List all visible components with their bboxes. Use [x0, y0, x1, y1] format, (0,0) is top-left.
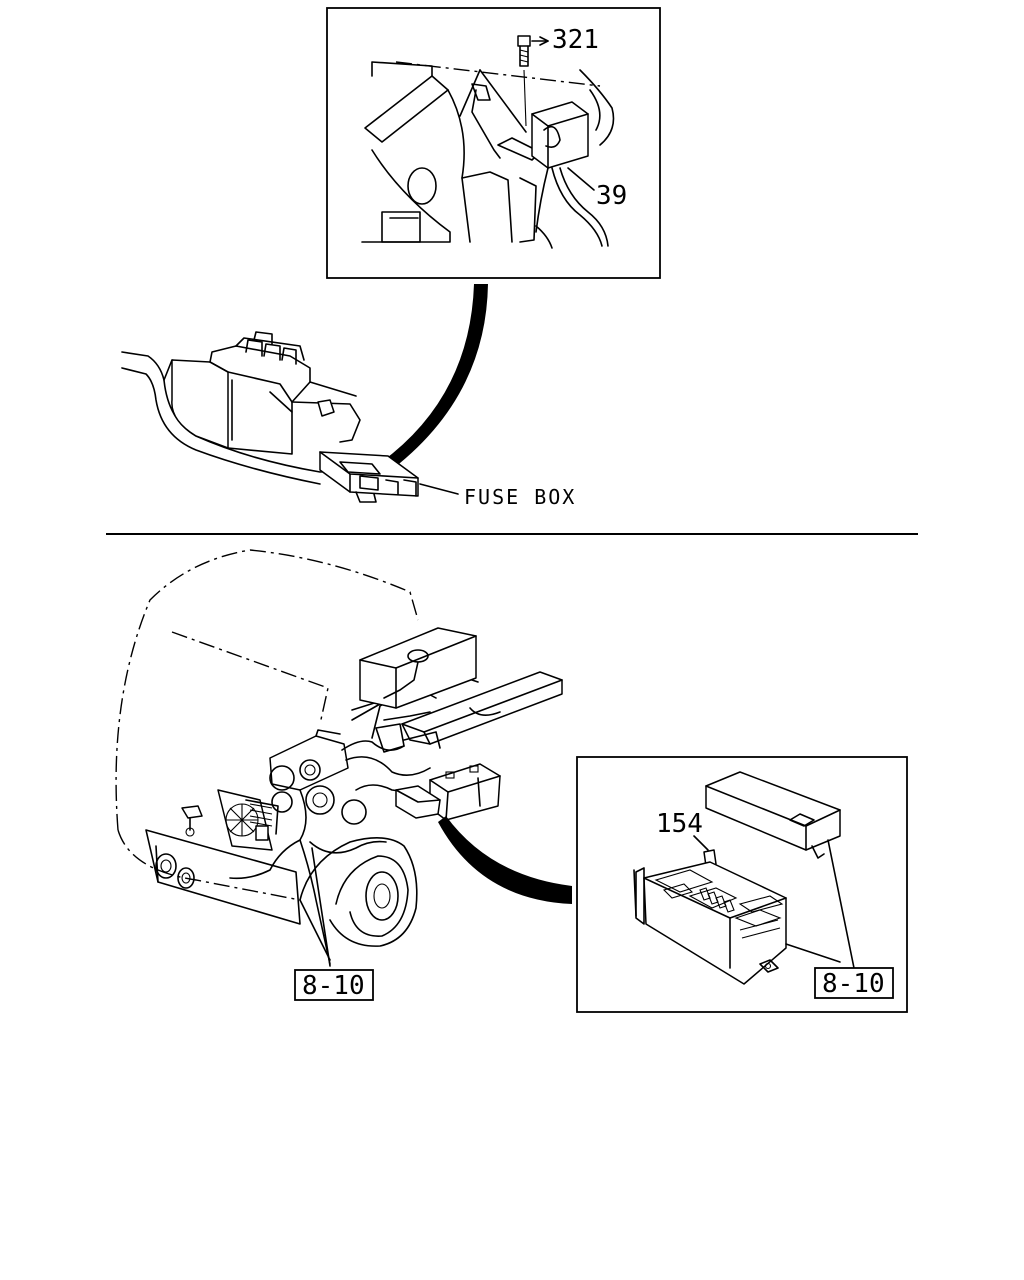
fuse-block-leader	[438, 816, 572, 904]
relay-detail-inset: 321 39	[326, 7, 661, 279]
bolt-icon	[517, 35, 531, 67]
fuse-box-icon	[319, 451, 419, 503]
fuse-block-inset: 154 8-10	[576, 756, 908, 1013]
fuse-box-cover	[705, 771, 841, 859]
ref-fuse-block-label: 8-10	[822, 969, 885, 999]
callout-321: 321	[552, 25, 599, 55]
callout-154: 154	[656, 809, 703, 839]
instrument-panel-assembly	[121, 331, 419, 503]
ref-harness-label: 8-10	[302, 971, 365, 1001]
callout-39: 39	[596, 181, 627, 211]
detail-leader	[376, 284, 488, 474]
truck-chassis-icon	[115, 549, 563, 965]
relay-icon	[531, 101, 609, 247]
dashboard-icon	[361, 61, 615, 249]
ref-box-harness	[294, 969, 374, 1001]
fuse-box-icon	[633, 861, 787, 985]
ref-box-fuse-block	[814, 967, 894, 999]
callout-fuse-box: FUSE BOX	[464, 485, 576, 509]
